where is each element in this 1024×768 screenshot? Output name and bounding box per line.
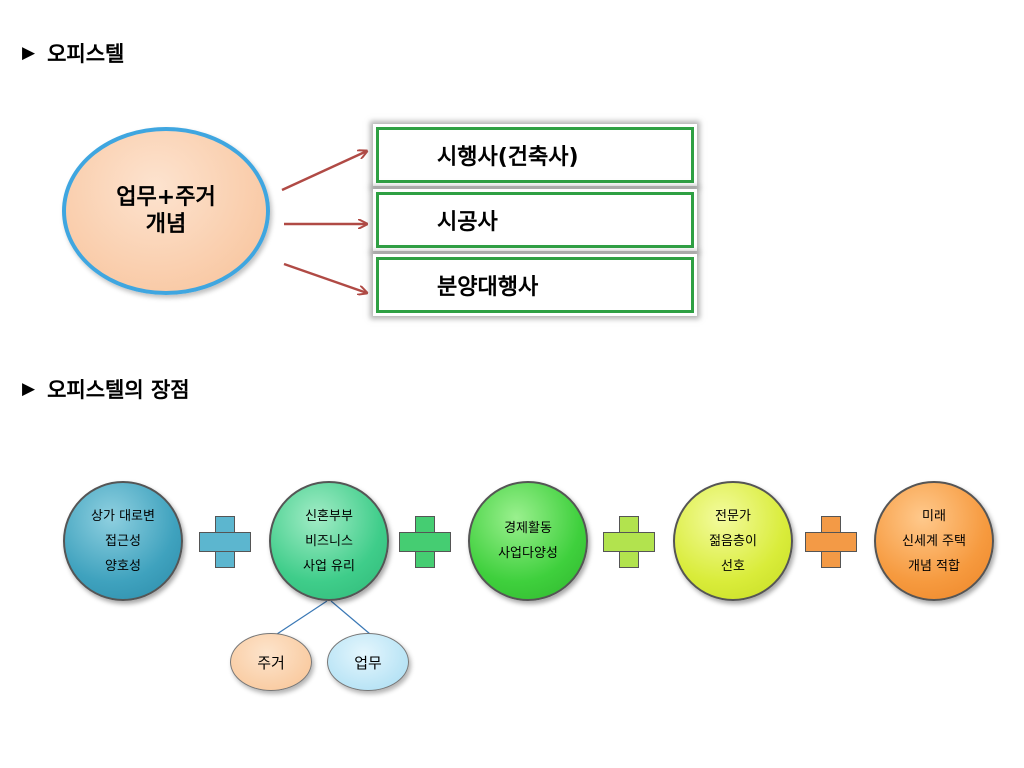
role-label: 시행사(건축사) <box>437 145 579 170</box>
role-label: 시공사 <box>437 210 498 235</box>
section-title: 오피스텔의 장점 <box>47 378 190 402</box>
plus-icon <box>805 516 857 568</box>
bubble-line: 사업다양성 <box>498 546 558 561</box>
advantage-bubble-economic: 경제활동 사업다양성 <box>468 481 588 601</box>
advantage-bubble-newlyweds: 신혼부부 비즈니스 사업 유리 <box>269 481 389 601</box>
role-box-constructor: 시공사 <box>373 189 697 251</box>
bubble-line: 선호 <box>721 558 745 574</box>
advantage-bubble-location: 상가 대로변 접근성 양호성 <box>63 481 183 601</box>
bubble-line: 사업 유리 <box>303 558 355 574</box>
concept-line-2: 개념 <box>145 212 187 237</box>
bubble-line: 신혼부부 <box>305 508 353 524</box>
bubble-line: 미래 <box>922 508 946 524</box>
plus-icon <box>399 516 451 568</box>
connector-to-residence <box>276 600 328 635</box>
bubble-line: 비즈니스 <box>305 533 353 549</box>
section-heading-officetel: ▶ 오피스텔 <box>22 38 124 68</box>
triangle-bullet-icon: ▶ <box>22 43 36 63</box>
bubble-line: 경제활동 <box>504 521 552 536</box>
concept-ellipse: 업무+주거 개념 <box>62 127 270 295</box>
advantage-bubble-professionals: 전문가 젊음층이 선호 <box>673 481 793 601</box>
bubble-line: 양호성 <box>105 558 141 574</box>
arrow-to-sales-agency <box>283 262 367 293</box>
triangle-bullet-icon: ▶ <box>22 379 36 399</box>
bubble-line: 상가 대로변 <box>91 508 155 524</box>
plus-icon <box>199 516 251 568</box>
sub-bubble-label: 주거 <box>257 653 285 672</box>
role-box-sales-agency: 분양대행사 <box>373 254 697 316</box>
role-label: 분양대행사 <box>437 275 539 300</box>
concept-line-1: 업무+주거 <box>116 185 216 210</box>
sub-bubble-business: 업무 <box>327 633 409 691</box>
sub-bubble-residence: 주거 <box>230 633 312 691</box>
arrow-to-developer <box>281 151 367 192</box>
section-heading-advantages: ▶ 오피스텔의 장점 <box>22 374 190 404</box>
sub-bubble-label: 업무 <box>354 653 382 672</box>
bubble-line: 신세계 주택 <box>902 533 966 549</box>
role-box-developer: 시행사(건축사) <box>373 124 697 186</box>
bubble-line: 접근성 <box>105 533 141 549</box>
connector-to-business <box>330 600 371 635</box>
advantage-bubble-future: 미래 신세계 주택 개념 적합 <box>874 481 994 601</box>
bubble-line: 젊음층이 <box>709 533 757 549</box>
plus-icon <box>603 516 655 568</box>
bubble-line: 전문가 <box>715 508 751 524</box>
bubble-line: 개념 적합 <box>908 558 960 574</box>
section-title: 오피스텔 <box>47 42 125 66</box>
